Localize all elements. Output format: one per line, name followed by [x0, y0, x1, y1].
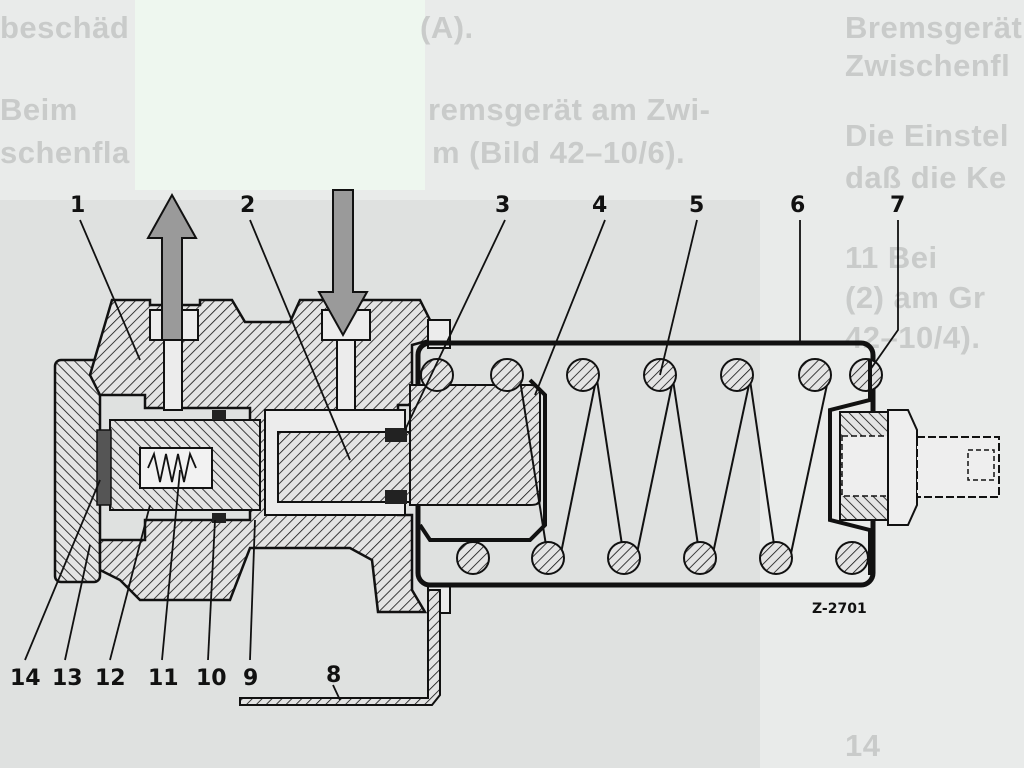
outlet-channel — [163, 339, 183, 411]
callout-10: 10 — [196, 666, 227, 691]
bleed-text: Die Einstel — [845, 118, 1009, 153]
outlet-arrow-icon — [146, 192, 198, 341]
callout-labels-top: 1 2 3 4 5 6 7 — [70, 193, 905, 218]
callout-4: 4 — [592, 193, 607, 218]
bleed-text: remsgerät am Zwi- — [428, 92, 711, 127]
callout-9: 9 — [243, 666, 258, 691]
adjusting-nut-bore — [841, 435, 889, 497]
spring-retainer — [828, 360, 872, 575]
push-rod — [409, 384, 541, 506]
seal-filter — [96, 429, 112, 506]
valve-spring — [147, 451, 197, 483]
bleed-text: Bremsgerät — [845, 10, 1023, 45]
spring-coil-section — [566, 358, 600, 392]
callout-13: 13 — [52, 666, 83, 691]
spring-coil-section — [420, 358, 454, 392]
callout-12: 12 — [95, 666, 126, 691]
callout-11: 11 — [148, 666, 179, 691]
scan-highlight-region — [135, 0, 425, 190]
callout-3: 3 — [495, 193, 510, 218]
spring-coil-section — [835, 541, 869, 575]
bleed-text: 14 — [845, 728, 881, 763]
callout-6: 6 — [790, 193, 805, 218]
spring-coil-section — [490, 358, 524, 392]
valve-spring-housing — [139, 447, 213, 489]
main-spring — [519, 379, 829, 559]
adjusting-screw — [916, 436, 1000, 498]
callout-8: 8 — [326, 663, 341, 688]
spring-coil-section — [607, 541, 641, 575]
callout-14: 14 — [10, 666, 41, 691]
spring-coil-section — [720, 358, 754, 392]
inlet-arrow-icon — [317, 189, 369, 338]
bleed-text: schenfla — [0, 135, 130, 170]
seal-ring-small — [212, 513, 226, 523]
spring-coil-section — [456, 541, 490, 575]
bleed-text: m (Bild 42–10/6). — [432, 135, 686, 170]
left-flange — [53, 358, 102, 584]
drawing-code: Z-2701 — [812, 601, 867, 617]
callout-5: 5 — [689, 193, 704, 218]
spring-coil-section — [759, 541, 793, 575]
seal-ring-lower — [385, 490, 407, 504]
spring-seat-cup — [418, 378, 547, 542]
mounting-bracket — [239, 589, 441, 706]
callout-leaders — [24, 219, 899, 701]
hex-nut — [887, 409, 918, 526]
bleed-text: (2) am Gr — [845, 280, 986, 315]
spring-coil-section — [683, 541, 717, 575]
screw-socket — [967, 449, 995, 481]
callout-labels-bottom: 14 13 12 11 10 9 8 — [10, 663, 341, 691]
callout-7: 7 — [890, 193, 905, 218]
callout-1: 1 — [70, 193, 85, 218]
spring-coil-section — [798, 358, 832, 392]
bleed-text: Zwischenfl — [845, 48, 1011, 83]
bleed-text: 42–10/4). — [845, 320, 981, 355]
spring-coil-section — [531, 541, 565, 575]
callout-2: 2 — [240, 193, 255, 218]
spring-coil-section — [849, 358, 883, 392]
bleed-text: 11 Bei — [845, 240, 938, 275]
seal-ring-small — [212, 410, 226, 420]
seal-ring-upper — [385, 428, 407, 442]
bleed-text: daß die Ke — [845, 160, 1007, 195]
bleed-text: beschäd — [0, 10, 130, 45]
bleed-text: (A). — [420, 10, 474, 45]
inlet-channel — [336, 339, 356, 411]
bleed-text: Beim — [0, 92, 78, 127]
